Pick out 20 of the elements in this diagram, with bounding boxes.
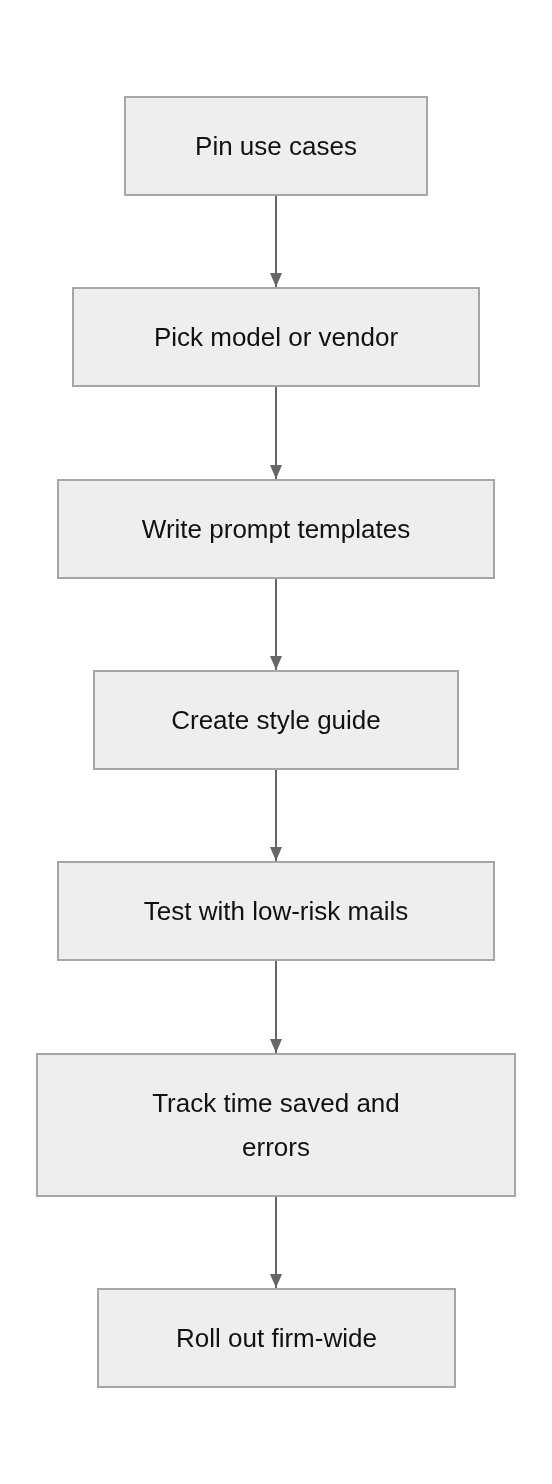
arrow [270,1196,282,1289]
step-label: Pick model or vendor [153,321,399,354]
step-label: Track time saved and errors [151,1087,401,1164]
process-box [57,479,495,579]
process-box [124,96,428,196]
step-label: Create style guide [171,704,381,737]
process-box [57,861,495,961]
step-label: Roll out firm-wide [176,1322,377,1355]
step-label: Test with low-risk mails [143,895,409,928]
arrow [270,578,282,671]
arrow [270,386,282,480]
arrow [270,960,282,1054]
process-box [93,670,459,770]
process-box [97,1288,456,1388]
step-label: Write prompt templates [141,513,411,546]
arrow [270,769,282,862]
process-box [72,287,480,387]
step-label: Pin use cases [195,130,357,163]
process-box [36,1053,516,1197]
arrow [270,195,282,288]
